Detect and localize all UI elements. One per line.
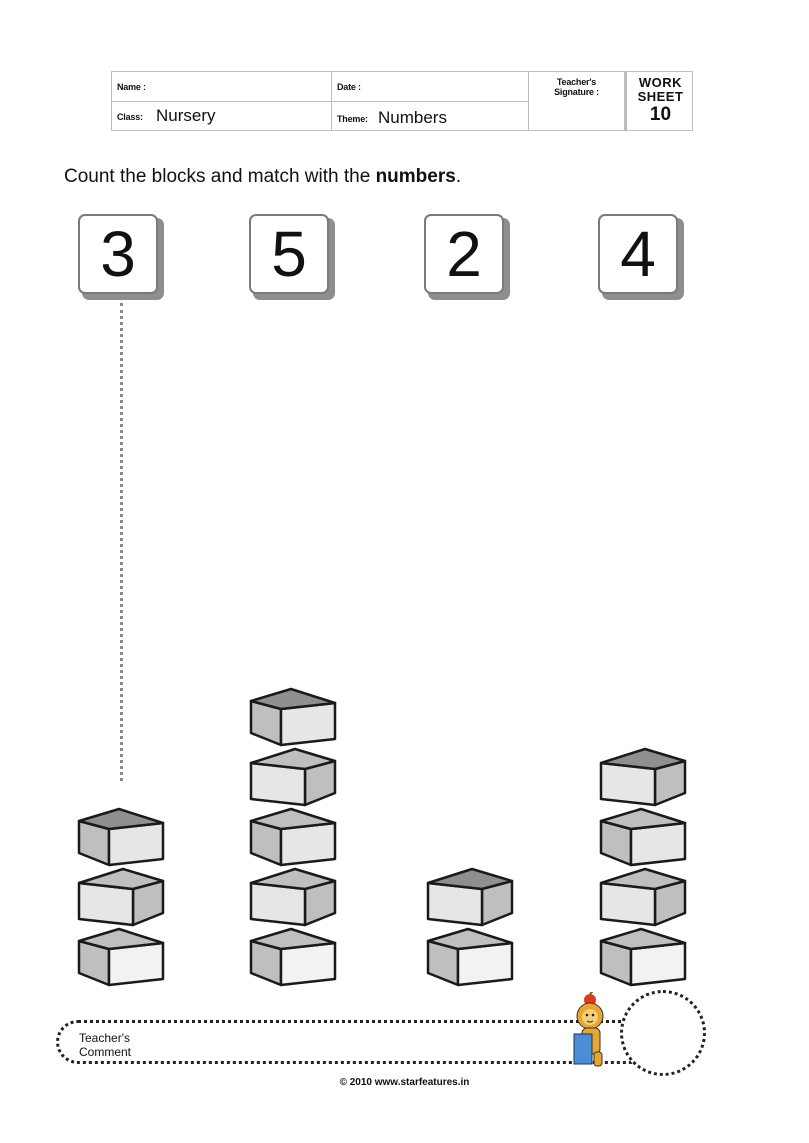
name-field[interactable]: Name : <box>112 72 332 102</box>
block-cube <box>599 927 687 987</box>
block-cube <box>249 807 337 867</box>
theme-value: Numbers <box>378 108 447 127</box>
block-cube <box>249 867 337 927</box>
class-label: Class: <box>117 112 143 122</box>
block-cube <box>249 687 337 747</box>
number-card-3[interactable]: 2 <box>424 214 510 300</box>
block-stacks <box>77 687 687 987</box>
theme-label: Theme: <box>337 114 368 124</box>
instruction-text: Count the blocks and match with the numb… <box>64 166 462 187</box>
worksheet-header: Name : Date : Teacher's Signature : Clas… <box>111 71 693 131</box>
block-cube <box>77 807 165 867</box>
number-card-value: 5 <box>249 214 329 294</box>
number-card-value: 4 <box>598 214 678 294</box>
number-card-4[interactable]: 4 <box>598 214 684 300</box>
worksheet-word-1: WORK <box>638 75 683 90</box>
number-card-value: 2 <box>424 214 504 294</box>
worksheet-number: 10 <box>649 104 672 125</box>
block-cube <box>599 807 687 867</box>
worksheet-word-2: SHEET <box>637 89 684 104</box>
block-cube <box>426 927 514 987</box>
lion-mascot-icon <box>573 992 604 1067</box>
block-cube <box>77 927 165 987</box>
signature-field[interactable]: Teacher's Signature : <box>528 72 624 130</box>
date-label: Date : <box>337 82 361 92</box>
class-field[interactable]: Class: Nursery <box>112 102 332 130</box>
block-cube <box>599 747 687 807</box>
name-label: Name : <box>117 82 146 92</box>
block-cube <box>426 867 514 927</box>
footer-copyright: © 2010 www.starfeatures.in <box>339 1077 470 1088</box>
number-card-value: 3 <box>78 214 158 294</box>
example-match-line <box>120 303 123 781</box>
worksheet-badge: WORK SHEET 10 <box>624 72 694 130</box>
signature-label-line2: Signature : <box>554 87 599 97</box>
grade-circle[interactable] <box>620 990 706 1076</box>
class-value: Nursery <box>156 106 216 125</box>
block-cube <box>249 927 337 987</box>
teacher-comment-box[interactable]: Teacher's Comment <box>56 1020 656 1064</box>
number-card-2[interactable]: 5 <box>249 214 335 300</box>
comment-label: Teacher's Comment <box>79 1031 132 1059</box>
number-card-1[interactable]: 3 <box>78 214 164 300</box>
instruction-bold: numbers <box>375 166 456 187</box>
signature-label-line1: Teacher's <box>556 77 597 87</box>
block-cube <box>249 747 337 807</box>
block-cube <box>599 867 687 927</box>
block-cube <box>77 867 165 927</box>
date-field[interactable]: Date : <box>331 72 529 102</box>
theme-field[interactable]: Theme: Numbers <box>331 102 529 130</box>
